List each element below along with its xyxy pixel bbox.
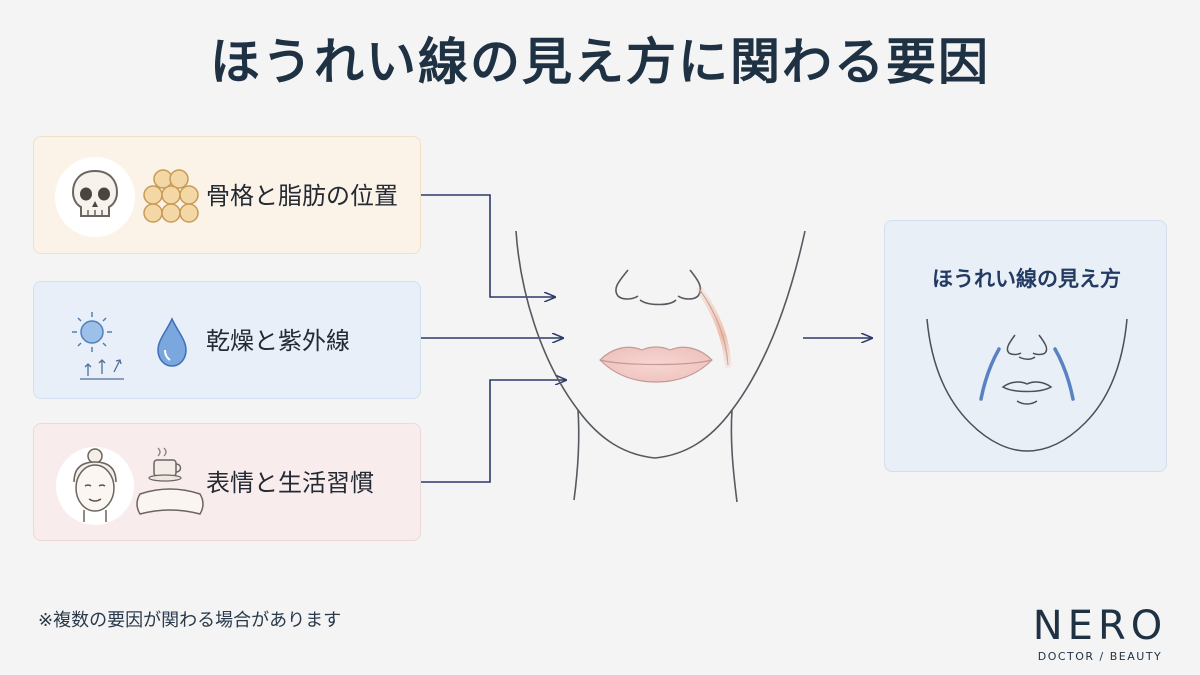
- page-title: ほうれい線の見え方に関わる要因: [210, 32, 990, 91]
- face-illustration: [515, 230, 806, 503]
- woman-face-icon: [56, 447, 134, 525]
- arrow-bone-fat: [421, 194, 555, 297]
- sun-uv-icon: [72, 312, 124, 380]
- factor-card-expression-habits: 表情と生活習慣: [33, 423, 421, 541]
- factor-label: 骨格と脂肪の位置: [206, 182, 398, 210]
- connector-arrows: [421, 194, 872, 483]
- result-card: ほうれい線の見え方: [884, 220, 1167, 472]
- brand-logo: NERO DOCTOR / BEAUTY: [1030, 606, 1170, 663]
- coffee-pillow-icon: [136, 447, 204, 515]
- result-title: ほうれい線の見え方: [932, 267, 1121, 291]
- fold-left: [979, 347, 1001, 401]
- brand-name: NERO: [1032, 603, 1168, 649]
- arrow-expression-habits: [421, 380, 566, 483]
- water-drop-icon: [157, 317, 187, 367]
- brand-tagline: DOCTOR / BEAUTY: [1037, 650, 1163, 663]
- factor-card-dryness-uv: 乾燥と紫外線: [33, 281, 421, 399]
- fold-right: [1053, 347, 1075, 401]
- skull-icon: [55, 157, 135, 237]
- lips-icon: [599, 346, 713, 383]
- factor-card-bone-fat: 骨格と脂肪の位置: [33, 136, 421, 254]
- footnote: ※複数の要因が関わる場合があります: [38, 610, 342, 631]
- face-with-folds-icon: [926, 318, 1128, 452]
- factor-label: 乾燥と紫外線: [206, 327, 350, 355]
- fat-cells-icon: [143, 169, 199, 223]
- factor-label: 表情と生活習慣: [206, 469, 374, 497]
